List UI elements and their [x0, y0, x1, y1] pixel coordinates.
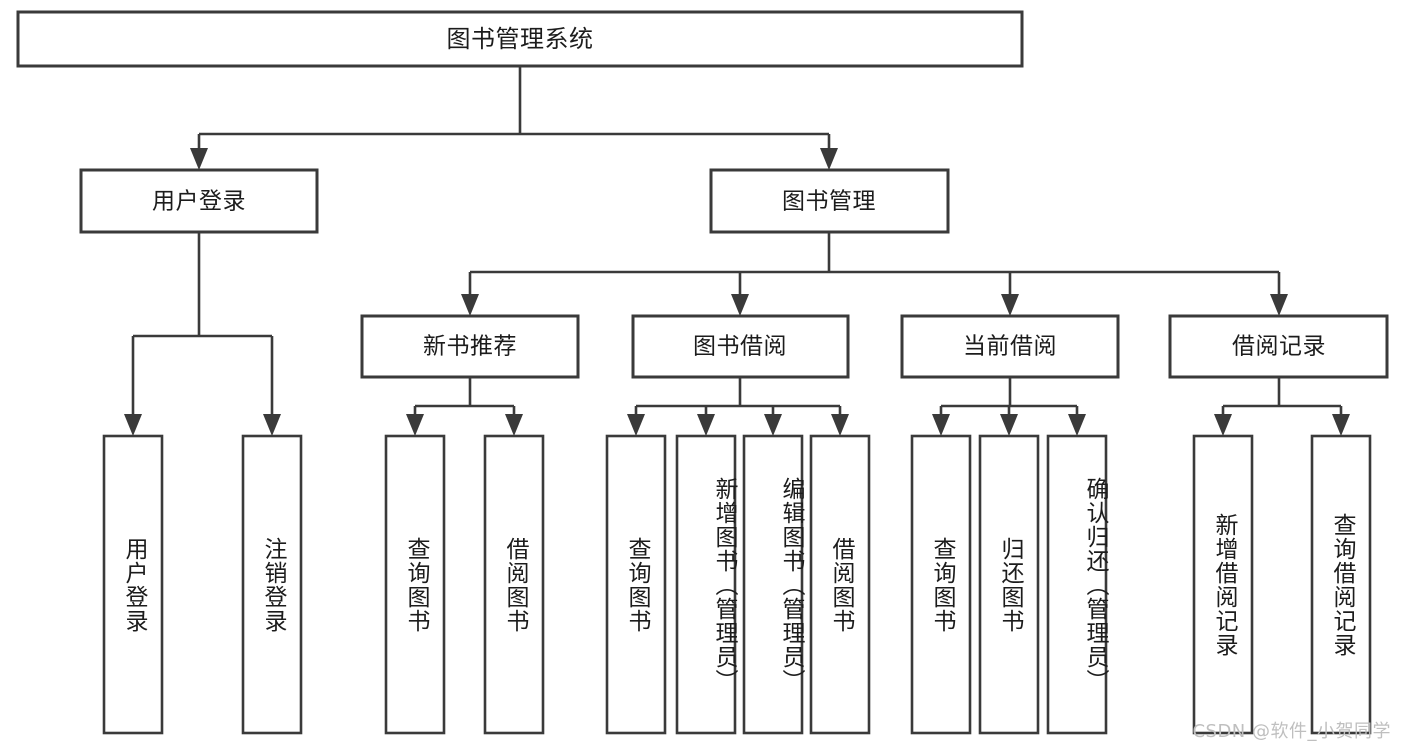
- arrowhead-borrow-record: [1270, 294, 1288, 316]
- arrowhead-leaf-query-record: [1332, 414, 1350, 436]
- node-borrow-record[interactable]: 借阅记录: [1168, 314, 1389, 379]
- leaf-query-book-1-box[interactable]: [384, 434, 446, 735]
- arrowhead-leaf-borrow-book-2: [831, 414, 849, 436]
- node-book-borrow-label: 图书借阅: [693, 334, 787, 360]
- arrowhead-leaf-borrow-book-1: [505, 414, 523, 436]
- leaf-query-book-3-box[interactable]: [910, 434, 972, 735]
- node-book-borrow-box[interactable]: [631, 314, 850, 379]
- arrowhead-leaf-query-book-2: [627, 414, 645, 436]
- arrowhead-leaf-query-book-3: [932, 414, 950, 436]
- node-book-manage-label: 图书管理: [782, 189, 876, 215]
- node-user-login[interactable]: 用户登录: [79, 168, 319, 234]
- arrowhead-user-login: [190, 148, 208, 170]
- leaf-add-record-box[interactable]: [1192, 434, 1254, 735]
- node-book-manage-box[interactable]: [709, 168, 950, 234]
- leaf-query-record-box[interactable]: [1310, 434, 1372, 735]
- arrowhead-leaf-confirm-return: [1068, 414, 1086, 436]
- node-book-borrow[interactable]: 图书借阅: [631, 314, 850, 379]
- leaf-add-book-box[interactable]: [675, 434, 737, 735]
- arrowhead-leaf-add-record: [1214, 414, 1232, 436]
- node-current-borrow-box[interactable]: [900, 314, 1120, 379]
- arrowhead-leaf-query-book-1: [406, 414, 424, 436]
- node-current-borrow-label: 当前借阅: [963, 334, 1057, 360]
- leaf-box-group: [102, 434, 1372, 735]
- node-user-login-label: 用户登录: [152, 189, 246, 215]
- arrowhead-current-borrow: [1001, 294, 1019, 316]
- leaf-return-book-box[interactable]: [978, 434, 1040, 735]
- leaf-confirm-return-box[interactable]: [1046, 434, 1108, 735]
- connector-group: [124, 66, 1350, 436]
- node-borrow-record-label: 借阅记录: [1232, 334, 1326, 360]
- leaf-logout-login-box[interactable]: [241, 434, 303, 735]
- node-root[interactable]: 图书管理系统: [16, 10, 1024, 68]
- node-root-box[interactable]: [16, 10, 1024, 68]
- leaf-query-book-2-box[interactable]: [605, 434, 667, 735]
- arrowhead-leaf-return-book: [1000, 414, 1018, 436]
- arrowhead-leaf-logout-login: [263, 414, 281, 436]
- leaf-user-login-box[interactable]: [102, 434, 164, 735]
- node-new-book-recommend-label: 新书推荐: [423, 334, 517, 360]
- node-root-label: 图书管理系统: [447, 25, 594, 53]
- arrowhead-leaf-add-book: [697, 414, 715, 436]
- arrowhead-book-manage: [820, 148, 838, 170]
- arrowhead-leaf-user-login: [124, 414, 142, 436]
- arrowhead-book-borrow: [731, 294, 749, 316]
- node-user-login-box[interactable]: [79, 168, 319, 234]
- leaf-edit-book-box[interactable]: [742, 434, 804, 735]
- arrowhead-new-book-recommend: [461, 294, 479, 316]
- arrowhead-leaf-edit-book: [764, 414, 782, 436]
- node-new-book-recommend-box[interactable]: [360, 314, 580, 379]
- node-new-book-recommend[interactable]: 新书推荐: [360, 314, 580, 379]
- csdn-watermark: CSDN @软件_小贺同学: [1192, 721, 1391, 742]
- node-current-borrow[interactable]: 当前借阅: [900, 314, 1120, 379]
- node-book-manage[interactable]: 图书管理: [709, 168, 950, 234]
- leaf-borrow-book-1-box[interactable]: [483, 434, 545, 735]
- node-borrow-record-box[interactable]: [1168, 314, 1389, 379]
- leaf-borrow-book-2-box[interactable]: [809, 434, 871, 735]
